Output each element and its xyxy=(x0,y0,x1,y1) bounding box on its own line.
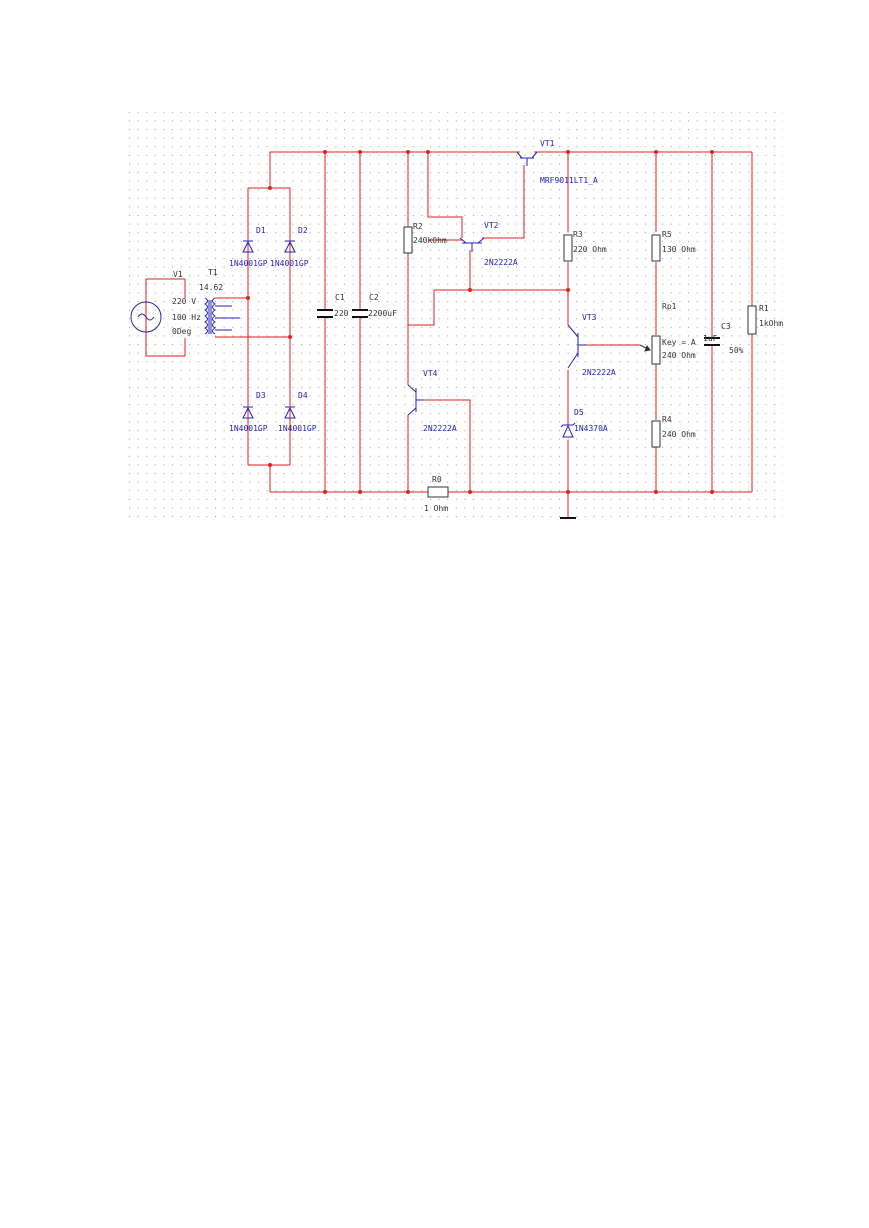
transistor-vt2-name: VT2 xyxy=(484,221,499,230)
diode-d1-symbol xyxy=(242,240,254,253)
resistor-r1-value: 1kOhm xyxy=(759,319,783,328)
junctions xyxy=(246,150,714,494)
diode-d4-symbol xyxy=(284,406,296,419)
labels: V1 220 V 100 Hz 0Deg T1 14.62 D1 1N4001G… xyxy=(172,139,783,513)
node xyxy=(358,490,362,494)
node xyxy=(323,490,327,494)
potentiometer-key: Key = A xyxy=(662,338,696,347)
potentiometer-name: Rp1 xyxy=(662,302,677,311)
diode-d3-name: D3 xyxy=(256,391,266,400)
node xyxy=(246,296,250,300)
resistor-r2-value: 240kOhm xyxy=(413,236,447,245)
resistor-r4-name: R4 xyxy=(662,415,672,424)
node xyxy=(654,150,658,154)
transistor-vt2-symbol xyxy=(459,237,485,252)
diode-d2-model: 1N4001GP xyxy=(270,259,309,268)
capacitor-c1-symbol xyxy=(317,309,333,318)
transformer-symbol xyxy=(204,297,240,335)
resistor-r4-value: 240 Ohm xyxy=(662,430,696,439)
capacitor-c2-symbol xyxy=(352,309,368,318)
transformer-name: T1 xyxy=(208,268,218,277)
node xyxy=(468,490,472,494)
resistor-r2-body xyxy=(403,226,413,254)
diode-d1-name: D1 xyxy=(256,226,266,235)
node xyxy=(654,490,658,494)
node xyxy=(358,150,362,154)
node xyxy=(268,463,272,467)
diode-d2-name: D2 xyxy=(298,226,308,235)
pot-wiper-arrow xyxy=(639,344,651,352)
transistor-vt3-symbol xyxy=(567,324,586,369)
resistor-symbols xyxy=(403,226,757,498)
capacitor-c3-name: C3 xyxy=(721,322,731,331)
node xyxy=(710,150,714,154)
transistor-vt4-model: 2N2222A xyxy=(423,424,457,433)
resistor-r0-value: 1 Ohm xyxy=(424,504,448,513)
potentiometer-value: 240 Ohm xyxy=(662,351,696,360)
resistor-r2-name: R2 xyxy=(413,222,423,231)
capacitor-c2-value: 2200uF xyxy=(368,309,397,318)
wires xyxy=(145,151,753,518)
transistor-vt3-name: VT3 xyxy=(582,313,597,322)
diode-d4-model: 1N4001GP xyxy=(278,424,317,433)
source-voltage: 220 V xyxy=(172,297,196,306)
diode-d1-model: 1N4001GP xyxy=(229,259,268,268)
node xyxy=(288,335,292,339)
diode-d2-symbol xyxy=(284,240,296,253)
potentiometer-rp1-body xyxy=(651,335,661,365)
transistor-vt2-model: 2N2222A xyxy=(484,258,518,267)
transistor-vt4-symbol xyxy=(407,384,424,416)
diode-d5-model: 1N4370A xyxy=(574,424,608,433)
resistor-r0-body xyxy=(427,486,449,498)
grid-background xyxy=(128,112,783,522)
node xyxy=(323,150,327,154)
node xyxy=(406,150,410,154)
node xyxy=(406,490,410,494)
resistor-r1-body xyxy=(747,305,757,335)
transistor-vt1-name: VT1 xyxy=(540,139,555,148)
diode-d4-name: D4 xyxy=(298,391,308,400)
source-frequency: 100 Hz xyxy=(172,313,201,322)
resistor-r5-name: R5 xyxy=(662,230,672,239)
resistor-r0-name: R0 xyxy=(432,475,442,484)
resistor-r3-value: 220 Ohm xyxy=(573,245,607,254)
resistor-r3-name: R3 xyxy=(573,230,583,239)
resistor-r3-body xyxy=(563,234,573,262)
capacitor-c1-name: C1 xyxy=(335,293,345,302)
resistor-r5-body xyxy=(651,234,661,262)
node xyxy=(710,490,714,494)
zener-d5-symbol xyxy=(560,422,576,438)
node xyxy=(566,288,570,292)
capacitor-c3-tol: 50% xyxy=(729,346,744,355)
capacitor-c3-symbol xyxy=(704,337,720,346)
ac-source-symbol xyxy=(130,301,162,333)
capacitor-c1-value: 220 xyxy=(334,309,349,318)
transistor-vt3-model: 2N2222A xyxy=(582,368,616,377)
node xyxy=(426,150,430,154)
transistor-vt1-symbol xyxy=(516,151,538,166)
node xyxy=(566,490,570,494)
resistor-r5-value: 130 Ohm xyxy=(662,245,696,254)
transistor-vt1-model: MRF9011LT1_A xyxy=(540,176,598,185)
resistor-r4-body xyxy=(651,420,661,448)
diode-d3-model: 1N4001GP xyxy=(229,424,268,433)
transistor-vt4-name: VT4 xyxy=(423,369,438,378)
diode-d3-symbol xyxy=(242,406,254,419)
source-phase: 0Deg xyxy=(172,327,191,336)
capacitor-c3-value: 1uF xyxy=(703,334,718,343)
resistor-r1-name: R1 xyxy=(759,304,769,313)
node xyxy=(566,150,570,154)
diode-d5-name: D5 xyxy=(574,408,584,417)
source-name: V1 xyxy=(173,270,183,279)
transformer-ratio: 14.62 xyxy=(199,283,223,292)
node xyxy=(468,288,472,292)
node xyxy=(268,186,272,190)
capacitor-c2-name: C2 xyxy=(369,293,379,302)
